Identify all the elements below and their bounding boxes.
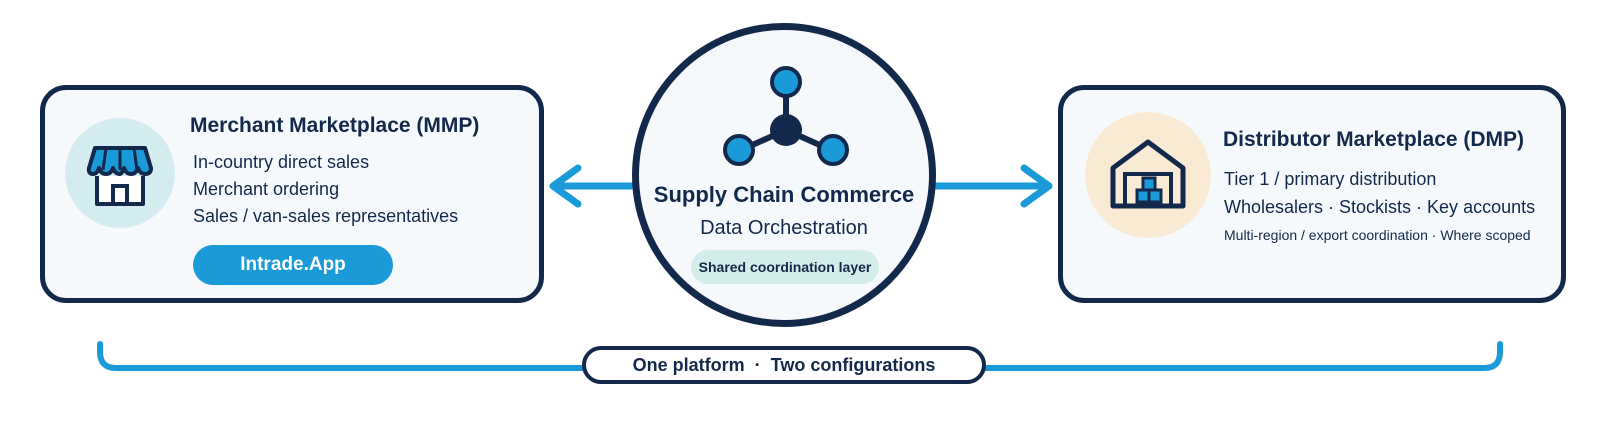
arrow-to-dmp	[932, 164, 1053, 208]
platform-summary-label: One platform · Two configurations	[582, 346, 986, 384]
network-hub-icon	[723, 66, 849, 166]
storefront-icon-badge	[65, 118, 175, 228]
dmp-line-3: Multi-region / export coordination · Whe…	[1224, 227, 1531, 243]
storefront-icon	[86, 146, 153, 206]
distributor-marketplace-card: Distributor Marketplace (DMP) Tier 1 / p…	[1058, 85, 1566, 303]
shared-layer-badge: Shared coordination layer	[691, 250, 879, 284]
platform-summary-part2: Two configurations	[770, 355, 936, 375]
hub-title: Supply Chain Commerce	[653, 182, 915, 207]
warehouse-icon-badge	[1085, 112, 1211, 238]
mmp-line-3: Sales / van-sales representatives	[193, 206, 459, 226]
mmp-title: Merchant Marketplace (MMP)	[190, 114, 480, 137]
arrow-to-mmp	[549, 164, 636, 208]
warehouse-icon	[1110, 139, 1186, 209]
intrade-app-button[interactable]: Intrade.App	[193, 245, 393, 285]
supply-chain-hub: Supply Chain Commerce Data Orchestration…	[632, 23, 936, 327]
dmp-line-1: Tier 1 / primary distribution	[1224, 169, 1437, 189]
dmp-title: Distributor Marketplace (DMP)	[1223, 128, 1525, 151]
mmp-line-2: Merchant ordering	[193, 179, 340, 199]
platform-summary-part1: One platform	[632, 355, 745, 375]
mmp-line-1: In-country direct sales	[193, 152, 370, 172]
hub-subtitle: Data Orchestration	[700, 217, 868, 239]
dmp-line-2: Wholesalers · Stockists · Key accounts	[1224, 197, 1536, 217]
merchant-marketplace-card: Merchant Marketplace (MMP) In-country di…	[40, 85, 544, 303]
platform-summary-separator: ·	[754, 355, 761, 375]
